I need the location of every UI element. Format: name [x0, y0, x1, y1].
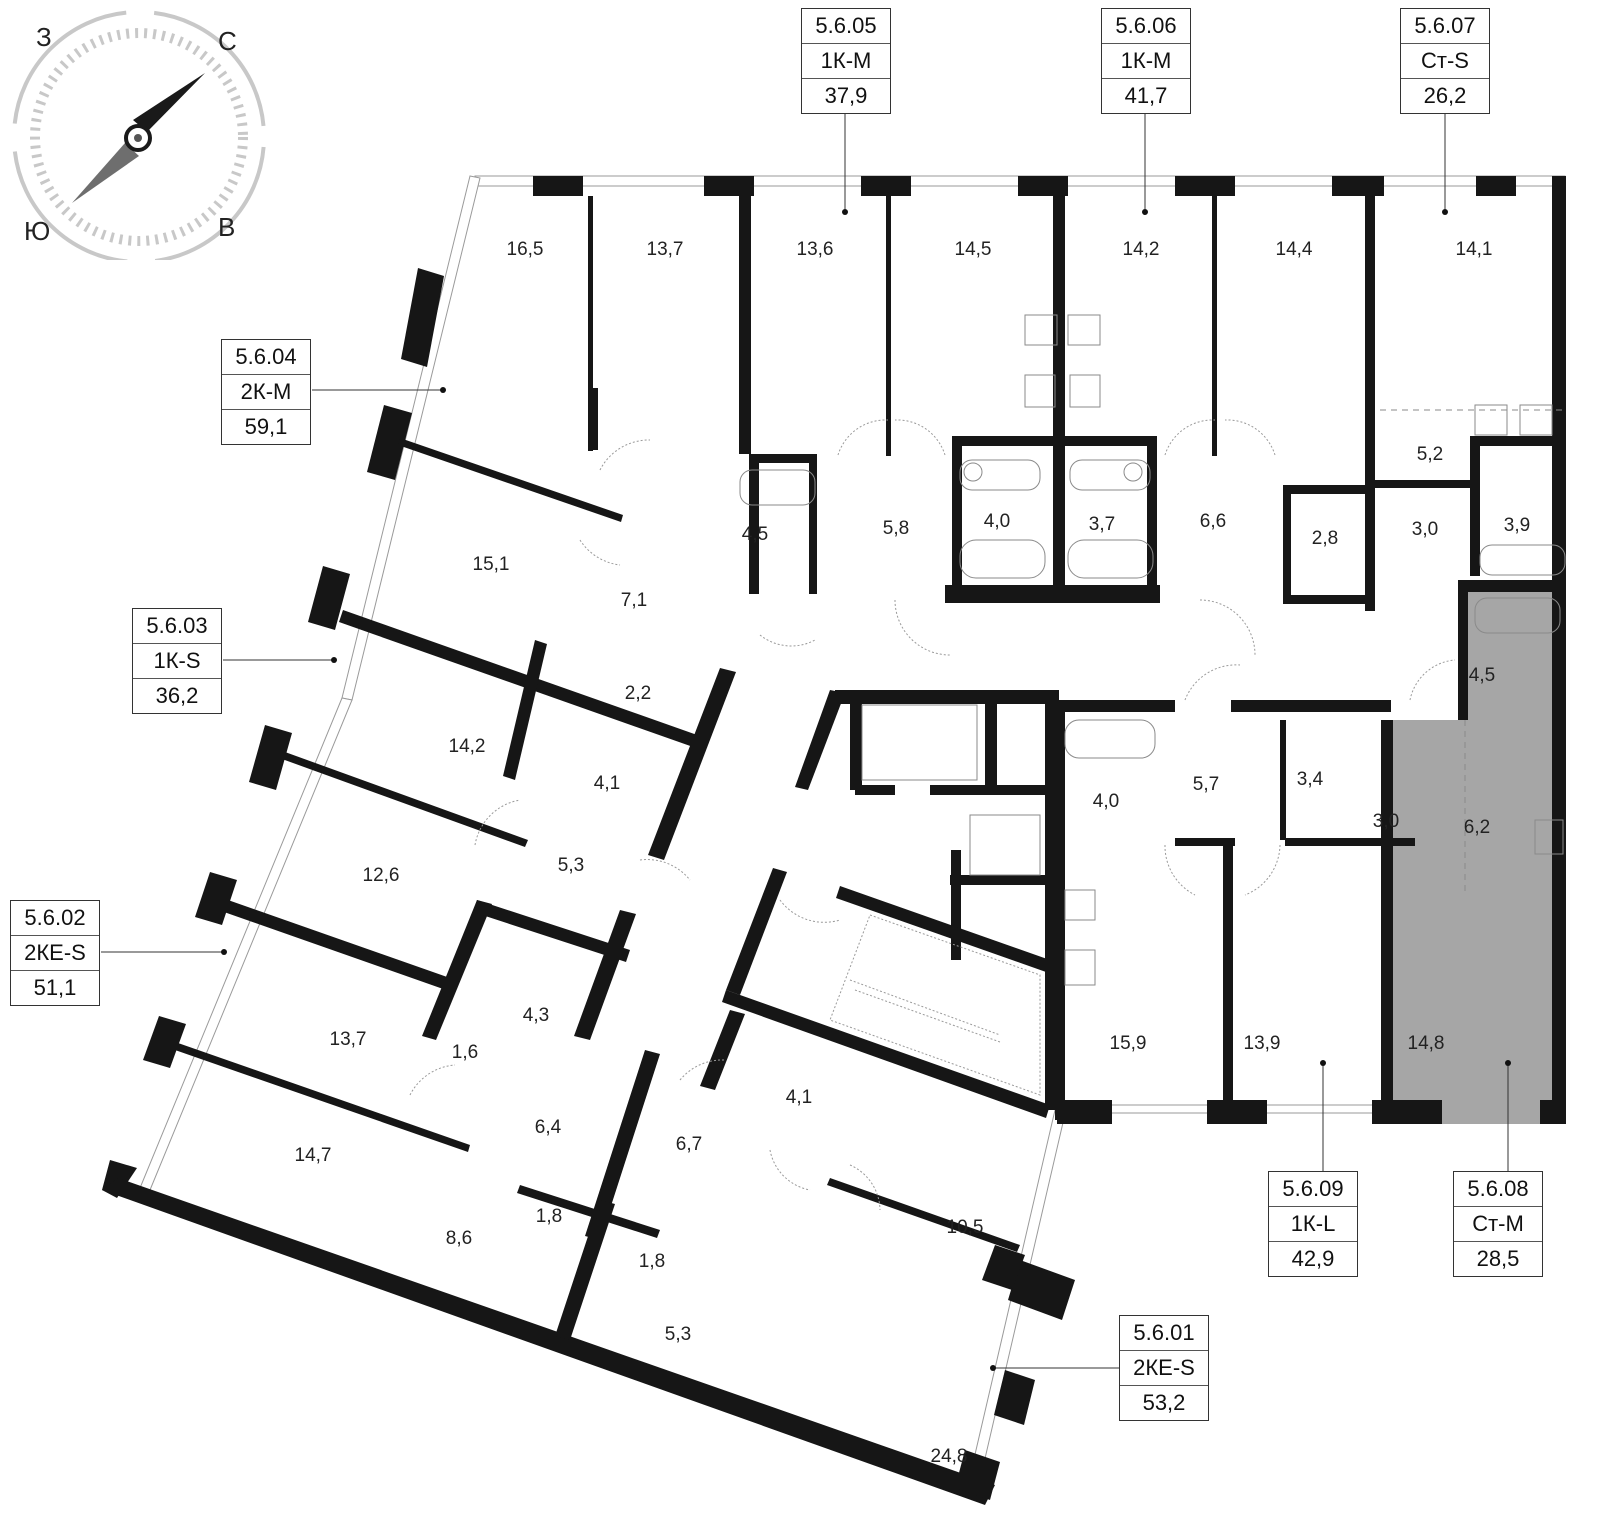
apartment-tag-5-6-01[interactable]: 5.6.01 2КЕ-S 53,2: [1119, 1315, 1209, 1421]
room-area: 1,8: [638, 1251, 666, 1272]
room-area: 5,2: [1416, 444, 1444, 465]
compass-north-label: С: [218, 26, 237, 56]
apartment-type: 1К-L: [1269, 1206, 1357, 1241]
apartment-tag-5-6-05[interactable]: 5.6.05 1К-М 37,9: [801, 8, 891, 114]
room-area: 14,8: [1407, 1033, 1445, 1054]
apartment-area: 28,5: [1454, 1241, 1542, 1276]
apartment-id: 5.6.02: [24, 905, 86, 930]
room-area: 3,4: [1296, 769, 1324, 790]
apartment-id: 5.6.08: [1467, 1176, 1529, 1201]
room-area: 8,6: [445, 1228, 473, 1249]
room-area: 3,9: [1503, 515, 1531, 536]
door-swings: [409, 419, 1456, 1211]
room-area: 15,9: [1109, 1033, 1147, 1054]
apartment-type: 2КЕ-S: [1120, 1350, 1208, 1385]
apartment-type: 1К-М: [802, 43, 890, 78]
apartment-tag-5-6-09[interactable]: 5.6.09 1К-L 42,9: [1268, 1171, 1358, 1277]
room-area: 16,5: [506, 239, 544, 260]
room-area: 2,2: [624, 683, 652, 704]
apartment-area: 26,2: [1401, 78, 1489, 113]
highlighted-apartment-5-6-08[interactable]: [1388, 585, 1565, 1124]
room-area: 13,6: [796, 239, 834, 260]
apartment-type: Ст-S: [1401, 43, 1489, 78]
apartment-id: 5.6.07: [1414, 13, 1476, 38]
room-area: 14,5: [954, 239, 992, 260]
apartment-id: 5.6.05: [815, 13, 877, 38]
staircase: [829, 914, 1041, 1096]
apartment-type: 1К-S: [133, 643, 221, 678]
apartment-tag-5-6-02[interactable]: 5.6.02 2КЕ-S 51,1: [10, 900, 100, 1006]
room-area: 14,2: [448, 736, 486, 757]
room-area: 14,7: [294, 1145, 332, 1166]
compass-south-label: Ю: [24, 216, 51, 246]
apartment-tag-5-6-07[interactable]: 5.6.07 Ст-S 26,2: [1400, 8, 1490, 114]
apartment-type: 1К-М: [1102, 43, 1190, 78]
apartment-area: 53,2: [1120, 1385, 1208, 1420]
room-area: 13,7: [646, 239, 684, 260]
interior-walls: [175, 196, 1566, 1340]
room-area: 6,6: [1199, 511, 1227, 532]
room-area: 5,7: [1192, 774, 1220, 795]
apartment-area: 51,1: [11, 970, 99, 1005]
compass-west-label: З: [36, 22, 52, 52]
room-area: 3,0: [1411, 519, 1439, 540]
leader-dots: [221, 209, 1511, 1371]
apartment-tag-5-6-08[interactable]: 5.6.08 Ст-М 28,5: [1453, 1171, 1543, 1277]
room-area: 13,7: [329, 1029, 367, 1050]
room-area: 1,8: [535, 1206, 563, 1227]
apartment-area: 42,9: [1269, 1241, 1357, 1276]
room-area: 14,2: [1122, 239, 1160, 260]
room-area: 6,2: [1463, 817, 1491, 838]
room-area: 3,7: [1088, 514, 1116, 535]
plumbing-fixtures: [739, 314, 1566, 986]
room-area: 10,5: [946, 1217, 984, 1238]
apartment-id: 5.6.09: [1282, 1176, 1344, 1201]
apartment-tag-5-6-06[interactable]: 5.6.06 1К-М 41,7: [1101, 8, 1191, 114]
room-area: 7,1: [620, 590, 648, 611]
apartment-type: 2КЕ-S: [11, 935, 99, 970]
room-area: 14,4: [1275, 239, 1313, 260]
apartment-tag-5-6-04[interactable]: 5.6.04 2К-М 59,1: [221, 339, 311, 445]
room-area: 4,1: [593, 773, 621, 794]
apartment-area: 59,1: [222, 409, 310, 444]
room-area: 4,5: [741, 524, 769, 545]
apartment-id: 5.6.03: [146, 613, 208, 638]
room-area: 4,1: [785, 1087, 813, 1108]
room-area: 5,3: [557, 855, 585, 876]
exterior-walls: [102, 176, 1566, 1505]
apartment-area: 37,9: [802, 78, 890, 113]
room-area: 4,0: [983, 511, 1011, 532]
room-area: 4,5: [1468, 665, 1496, 686]
room-area: 4,3: [522, 1005, 550, 1026]
room-area: 6,7: [675, 1134, 703, 1155]
room-area: 3,0: [1372, 811, 1400, 832]
apartment-type: 2К-М: [222, 374, 310, 409]
room-area: 15,1: [472, 554, 510, 575]
apartment-area: 36,2: [133, 678, 221, 713]
room-area: 5,3: [664, 1324, 692, 1345]
apartment-type: Ст-М: [1454, 1206, 1542, 1241]
apartment-id: 5.6.06: [1115, 13, 1177, 38]
compass-icon: [12, 10, 266, 264]
facade-glazing: [139, 175, 1566, 1481]
apartment-tag-5-6-03[interactable]: 5.6.03 1К-S 36,2: [132, 608, 222, 714]
compass-east-label: В: [218, 212, 236, 242]
room-area: 12,6: [362, 865, 400, 886]
room-area: 24,8: [930, 1446, 968, 1467]
room-area: 5,8: [882, 518, 910, 539]
room-area: 4,0: [1092, 791, 1120, 812]
apartment-id: 5.6.01: [1133, 1320, 1195, 1345]
apartment-id: 5.6.04: [235, 344, 297, 369]
room-area: 6,4: [534, 1117, 562, 1138]
room-area: 14,1: [1455, 239, 1493, 260]
room-area: 2,8: [1311, 528, 1339, 549]
room-area: 13,9: [1243, 1033, 1281, 1054]
compass: З С Ю В: [0, 0, 280, 264]
apartment-area: 41,7: [1102, 78, 1190, 113]
room-area: 1,6: [451, 1042, 479, 1063]
leader-lines: [101, 114, 1509, 1369]
